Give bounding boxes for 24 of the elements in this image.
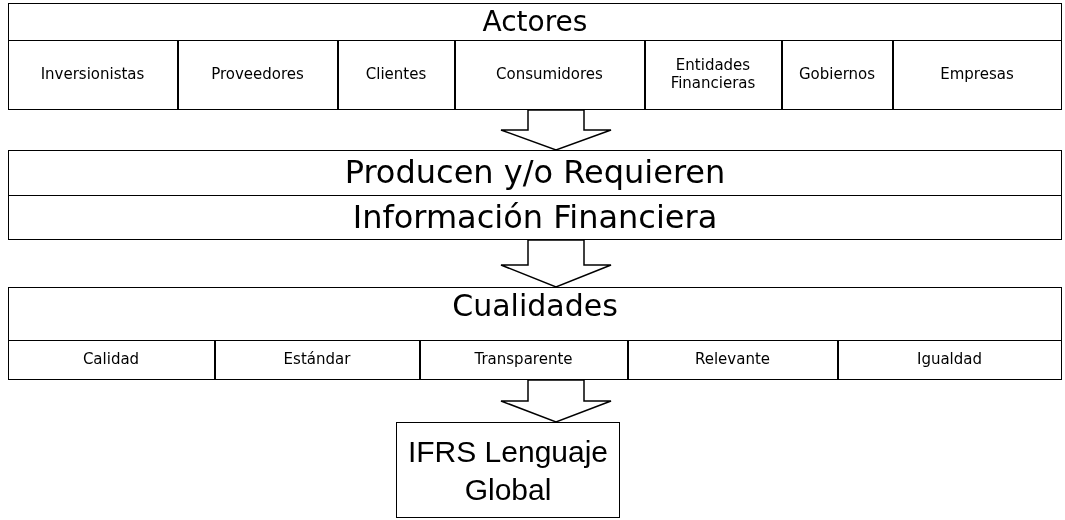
- label-cell: Gobiernos: [781, 39, 893, 110]
- label-cell: Estándar: [214, 339, 420, 380]
- label-cell: Igualdad: [837, 339, 1062, 380]
- label-cell: Entidades Financieras: [644, 39, 782, 110]
- qualities-band: [8, 287, 1062, 380]
- information-band: [8, 150, 1062, 240]
- label-cell: Inversionistas: [7, 39, 178, 110]
- label-cell: Relevante: [627, 339, 838, 380]
- block-arrow: [500, 109, 612, 151]
- label-cell: Empresas: [892, 39, 1062, 110]
- label-cell: Calidad: [7, 339, 215, 380]
- band-text: Producen y/o Requieren: [343, 152, 727, 193]
- label-cell: Transparente: [419, 339, 628, 380]
- band-title: Cualidades: [451, 288, 619, 324]
- block-arrow: [500, 239, 612, 288]
- result-box: [396, 422, 620, 518]
- label-cell: Clientes: [337, 39, 455, 110]
- label-cell: Proveedores: [177, 39, 338, 110]
- label-cell: Consumidores: [454, 39, 645, 110]
- block-arrow: [500, 379, 612, 423]
- actors-band: [8, 3, 1062, 110]
- band-title: Actores: [481, 4, 589, 40]
- band-text: Información Financiera: [9, 194, 1061, 238]
- band-text: IFRS Lenguaje Global: [406, 434, 610, 508]
